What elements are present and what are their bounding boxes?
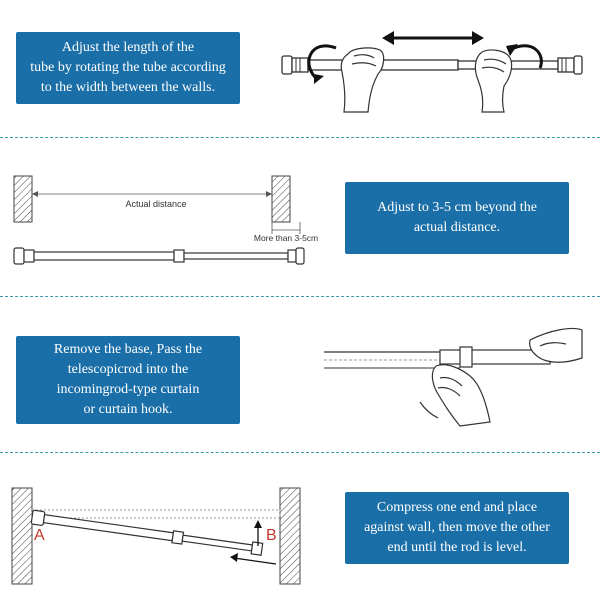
actual-distance-label: Actual distance: [125, 199, 186, 209]
divider-1: [0, 137, 600, 138]
level-position-dotted-rod: [31, 509, 281, 519]
step4-illustration: A B: [11, 487, 301, 585]
step2-instruction-text: Adjust to 3-5 cm beyond the actual dista…: [377, 200, 537, 235]
adjustable-rod-icon: [281, 55, 583, 75]
step1-instruction-panel: Adjust the length of the tube by rotatin…: [16, 32, 240, 104]
curtain-rod-icon: [439, 346, 551, 368]
divider-3: [0, 452, 600, 453]
rod-extended-icon: [13, 247, 305, 265]
pulling-hand-icon: [529, 327, 583, 363]
left-arrow-icon: [230, 553, 277, 565]
divider-2: [0, 296, 600, 297]
up-arrow-icon: [254, 520, 262, 546]
left-wall: [13, 175, 33, 223]
step3-instruction-text: Remove the base, Pass the telescopicrod …: [53, 342, 203, 417]
left-hand-icon: [340, 47, 385, 113]
step3-instruction-panel: Remove the base, Pass the telescopicrod …: [16, 336, 240, 424]
step1-illustration: [281, 31, 583, 113]
label-a: A: [34, 527, 45, 544]
step1-instruction-text: Adjust the length of the tube by rotatin…: [30, 40, 226, 95]
holding-hand-icon: [431, 364, 491, 427]
right-wall: [271, 175, 291, 223]
step3-illustration: [324, 327, 583, 427]
step2-instruction-panel: Adjust to 3-5 cm beyond the actual dista…: [345, 182, 569, 254]
rotate-arrow-left-icon: [307, 44, 337, 82]
step4-instruction-panel: Compress one end and place against wall,…: [345, 492, 569, 564]
right-wall-4: [279, 487, 301, 585]
label-b: B: [266, 527, 277, 544]
length-double-arrow-icon: [382, 31, 484, 45]
more-than-label: More than 3-5cm: [254, 233, 318, 243]
left-wall-4: [11, 487, 33, 585]
step2-illustration: Actual distance More than 3-5cm: [13, 175, 318, 265]
step4-instruction-text: Compress one end and place against wall,…: [364, 500, 550, 555]
right-hand-icon: [474, 49, 513, 113]
tilted-rod-icon: [30, 509, 264, 556]
